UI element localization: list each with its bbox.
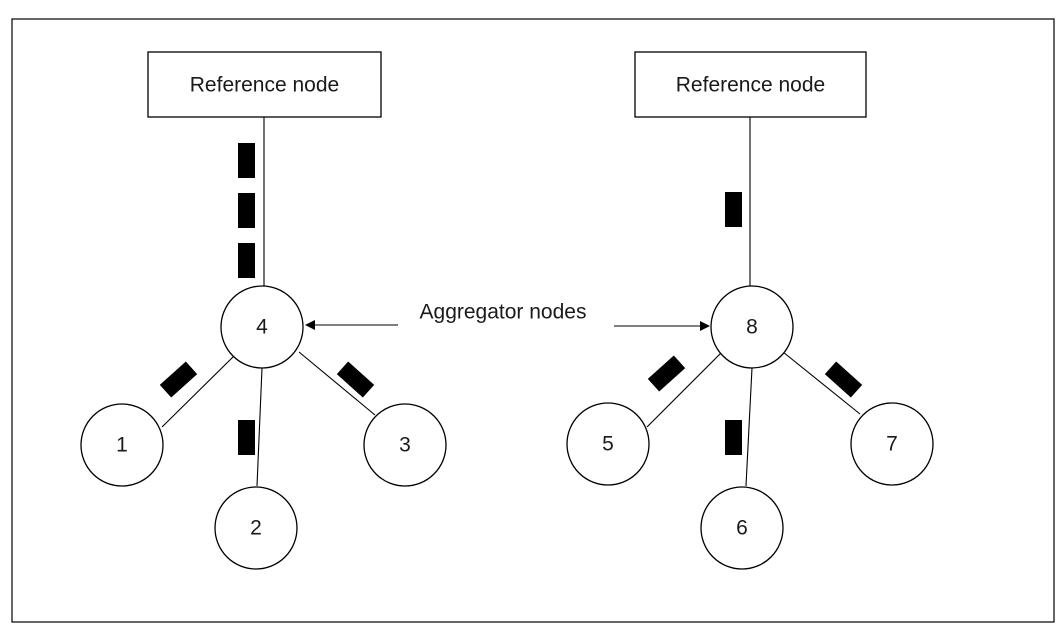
leaf-node: 7 [850,402,934,486]
leaf-node: 3 [363,403,447,487]
packet-block [725,192,742,227]
aggregator-node: 8 [710,285,794,369]
leaf-node: 2 [214,486,298,570]
reference-node-label: Reference node [190,74,339,97]
reference-node: Reference node [634,51,867,118]
aggregator-annotation-label: Aggregator nodes [420,301,587,324]
leaf-node: 1 [80,403,164,487]
leaf-node: 5 [566,402,650,486]
edge-agg-4-n2 [256,367,263,487]
packet-block [238,243,255,278]
packet-block [159,361,198,398]
leaf-node-label: 6 [736,517,748,540]
reference-node: Reference node [147,51,382,118]
edge-agg-8-n7 [782,351,861,415]
packet-block [238,143,255,178]
packet-block [725,420,742,455]
leaf-node-label: 3 [399,434,411,457]
leaf-node-label: 5 [602,433,614,456]
aggregator-node-label: 8 [746,316,758,339]
aggregator-node-label: 4 [256,316,268,339]
leaf-node-label: 1 [116,434,128,457]
edge-agg-4-n1 [161,355,235,428]
leaf-node: 6 [700,486,784,570]
packet-block [824,361,863,398]
packet-block [238,193,255,228]
reference-node-label: Reference node [676,74,825,97]
diagram-frame [11,18,1055,623]
packet-block [336,361,375,398]
leaf-node-label: 7 [886,433,898,456]
leaf-node-label: 2 [250,517,262,540]
aggregator-node: 4 [220,285,304,369]
packet-block [647,355,686,392]
edge-agg-8-n5 [646,351,723,428]
edge-agg-4-n3 [298,351,376,416]
edge-agg-8-n6 [745,367,753,487]
packet-block [238,420,255,455]
